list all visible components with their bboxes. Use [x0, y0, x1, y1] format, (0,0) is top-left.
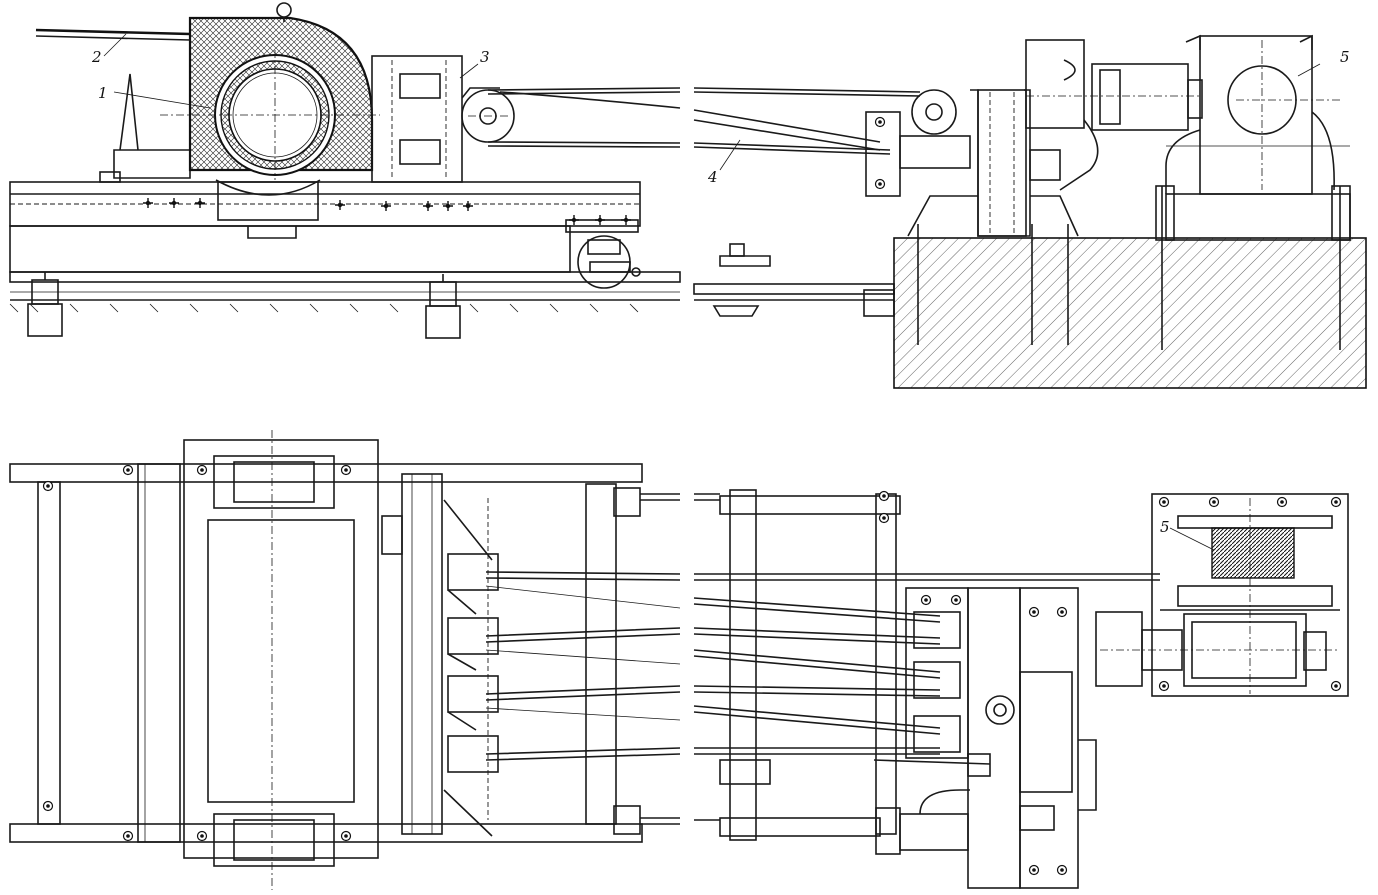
- callout-3: 3: [480, 48, 490, 66]
- rope-drum-5-side: [1165, 34, 1340, 195]
- callout-1: 1: [98, 84, 108, 102]
- sheaves-plan: [443, 499, 499, 837]
- callout-4: 4: [707, 168, 718, 186]
- side-view-winch: [9, 2, 681, 339]
- side-view-drive: [693, 34, 1367, 389]
- sheave-block-side: [371, 55, 515, 183]
- drum-plan: [207, 430, 355, 890]
- plan-view-drive: [693, 489, 1349, 889]
- drum-housing: [160, 2, 380, 196]
- trolley-wheel: [565, 214, 641, 289]
- foundation-block-middle: [425, 274, 461, 339]
- callout-2: 2: [91, 48, 102, 66]
- callout-5-plan: 5: [1160, 518, 1170, 536]
- rope-drum-5-plan: [1095, 493, 1349, 697]
- callout-5-side: 5: [1340, 48, 1350, 66]
- foundation-block-left: [27, 272, 63, 337]
- plan-view-winch: [9, 430, 681, 890]
